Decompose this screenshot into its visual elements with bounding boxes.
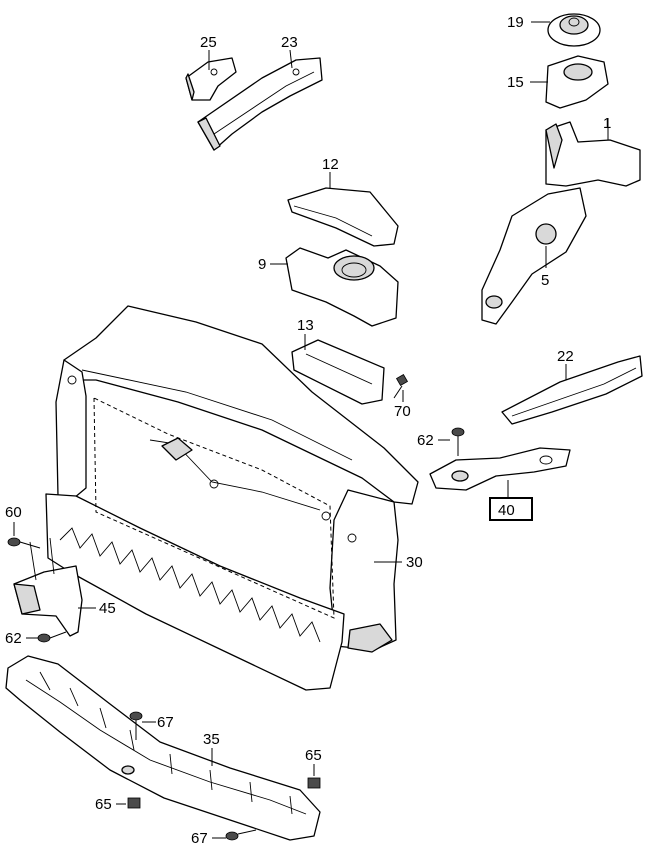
part-1-wheelhouse[interactable] <box>545 121 641 187</box>
callout-60: 60 <box>5 504 22 521</box>
part-62-lower-bolt[interactable] <box>37 631 67 643</box>
callout-65-left: 65 <box>95 796 112 813</box>
leader-23 <box>289 49 293 69</box>
part-9-air-guide[interactable] <box>285 247 399 327</box>
part-65-left-clip[interactable] <box>127 797 141 809</box>
callout-25: 25 <box>200 34 217 51</box>
callout-62-lower: 62 <box>5 630 22 647</box>
part-30-lock-carrier[interactable] <box>45 305 419 691</box>
part-35-bumper-bracket[interactable] <box>5 655 321 841</box>
callout-70: 70 <box>394 403 411 420</box>
part-70-bolt[interactable] <box>393 373 409 399</box>
part-25-bracket[interactable] <box>185 57 237 101</box>
callout-67-lower: 67 <box>191 830 208 847</box>
callout-30: 30 <box>406 554 423 571</box>
callout-23: 23 <box>281 34 298 51</box>
part-62-upper-bolt[interactable] <box>451 427 465 456</box>
part-65-right-clip[interactable] <box>307 777 321 789</box>
part-19-strut-mount[interactable] <box>547 13 601 47</box>
callout-62-upper: 62 <box>417 432 434 449</box>
part-5-longitudinal-member[interactable] <box>481 187 587 325</box>
part-23-strut[interactable] <box>197 57 323 151</box>
part-15-strut-tower[interactable] <box>545 55 609 109</box>
callout-35: 35 <box>203 731 220 748</box>
callout-5: 5 <box>541 272 549 289</box>
part-45-bracket[interactable] <box>13 537 83 637</box>
callout-13: 13 <box>297 317 314 334</box>
callout-15: 15 <box>507 74 524 91</box>
callout-65-right: 65 <box>305 747 322 764</box>
callout-19: 19 <box>507 14 524 31</box>
callout-9: 9 <box>258 256 266 273</box>
part-67-lower-bolt[interactable] <box>225 829 257 841</box>
callout-22: 22 <box>557 348 574 365</box>
part-22-trim-cover[interactable] <box>501 355 643 425</box>
part-13-air-guide-channel[interactable] <box>291 339 385 405</box>
part-40-bracket[interactable] <box>429 447 571 491</box>
callout-12: 12 <box>322 156 339 173</box>
part-12-air-duct[interactable] <box>287 187 399 247</box>
part-60-bolt[interactable] <box>7 537 41 549</box>
callout-1: 1 <box>603 115 611 132</box>
part-67-upper-bolt[interactable] <box>129 711 143 740</box>
callout-67-upper: 67 <box>157 714 174 731</box>
callout-40-box <box>489 497 533 521</box>
callout-45: 45 <box>99 600 116 617</box>
callout-40: 40 <box>498 502 515 519</box>
